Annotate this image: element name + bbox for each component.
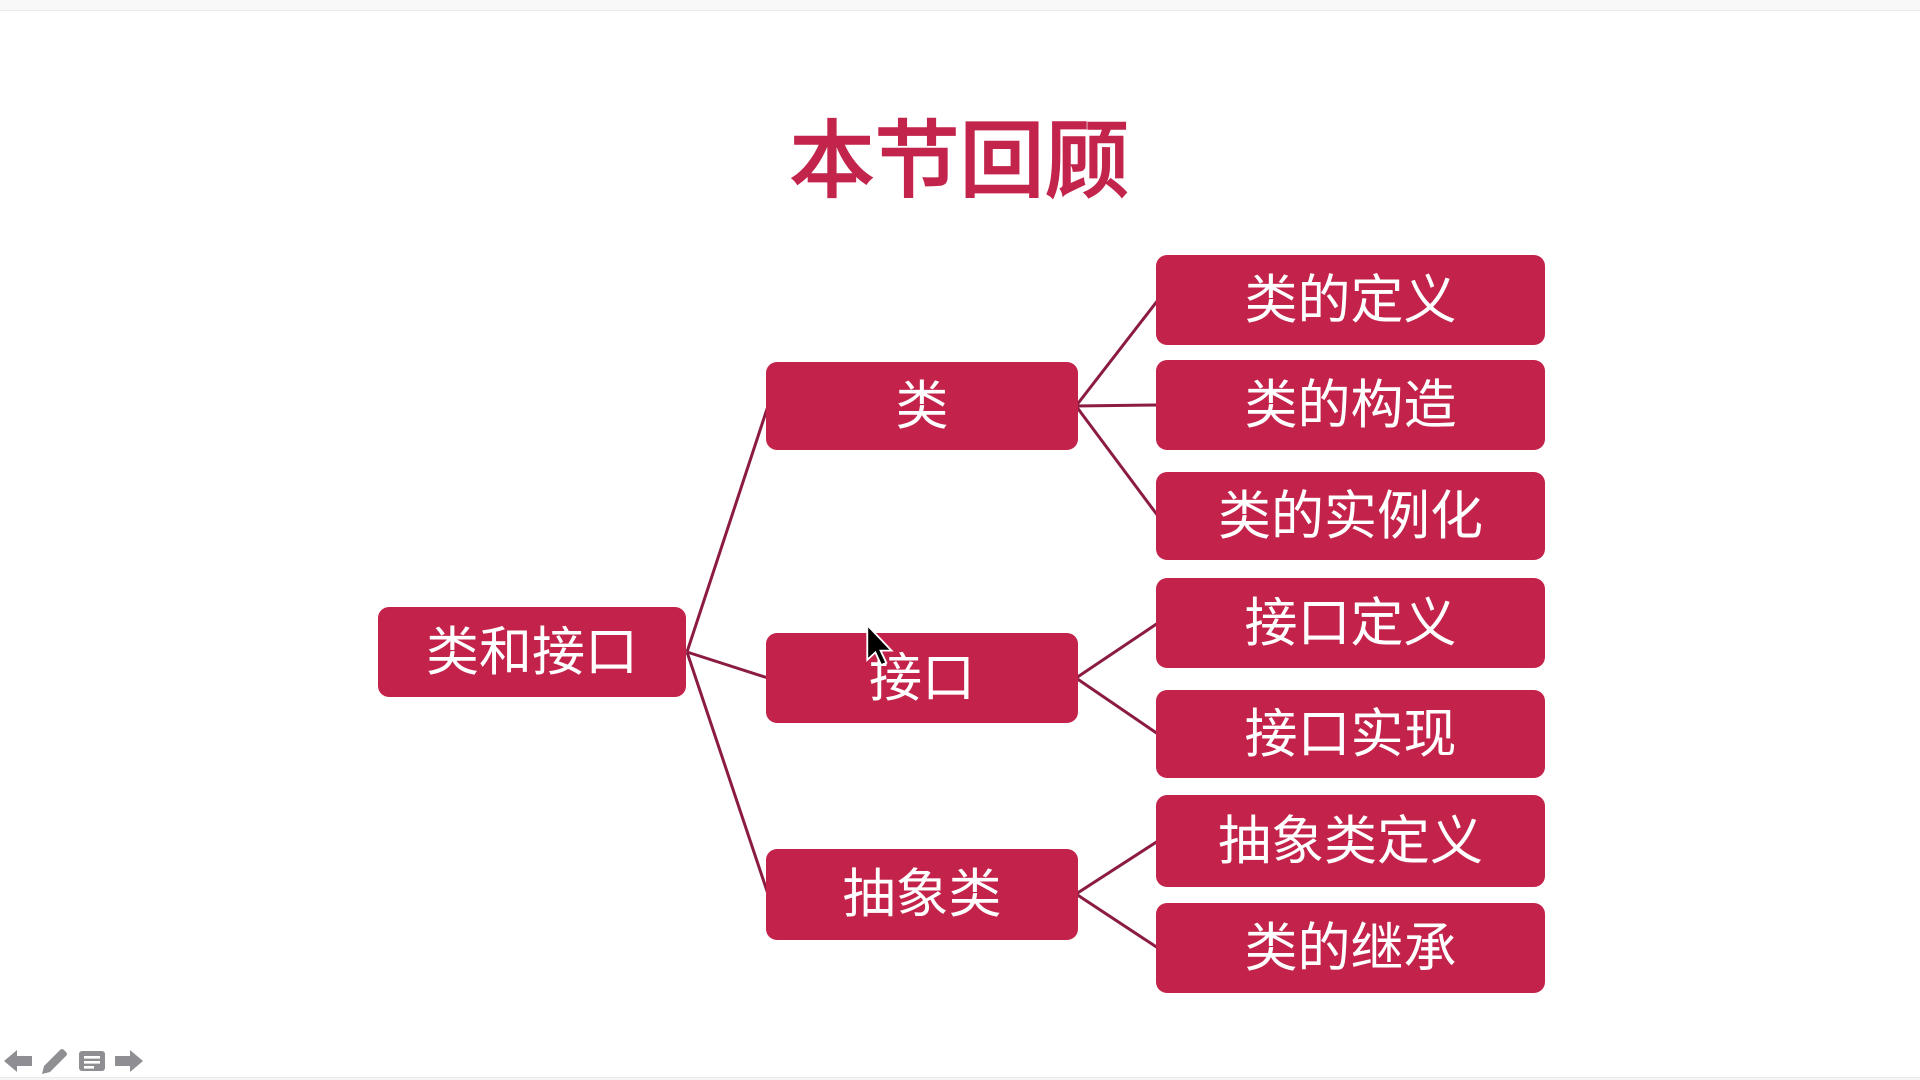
node-leaf-abstract-class-definition: 抽象类定义 bbox=[1156, 795, 1545, 887]
connector-line bbox=[1074, 405, 1160, 517]
forward-arrow-icon bbox=[115, 1050, 143, 1072]
window-top-edge bbox=[0, 0, 1920, 11]
node-leaf-class-instantiation: 类的实例化 bbox=[1156, 472, 1545, 560]
connector-line bbox=[1074, 299, 1160, 407]
node-leaf-class-definition: 类的定义 bbox=[1156, 255, 1545, 345]
connector-line bbox=[685, 651, 770, 895]
pen-button[interactable] bbox=[40, 1046, 70, 1076]
node-root: 类和接口 bbox=[378, 607, 686, 697]
slide-title: 本节回顾 bbox=[789, 114, 1130, 208]
back-arrow-icon bbox=[4, 1050, 32, 1072]
node-label: 类和接口 bbox=[426, 622, 638, 682]
slide-menu-icon bbox=[79, 1051, 105, 1071]
connector-line bbox=[1075, 621, 1159, 680]
connector-line bbox=[1075, 839, 1159, 896]
node-leaf-interface-definition: 接口定义 bbox=[1156, 578, 1545, 668]
connector-line bbox=[1075, 892, 1159, 950]
node-branch-abstract-class: 抽象类 bbox=[766, 849, 1078, 940]
connector-line bbox=[1075, 403, 1159, 408]
node-label: 类 bbox=[895, 376, 949, 436]
node-branch-class: 类 bbox=[766, 362, 1078, 450]
connector-line bbox=[686, 650, 769, 680]
slide-menu-button[interactable] bbox=[77, 1046, 107, 1076]
forward-button[interactable] bbox=[114, 1046, 144, 1076]
node-label: 类的实例化 bbox=[1218, 486, 1483, 546]
back-button[interactable] bbox=[3, 1046, 33, 1076]
presenter-toolbar bbox=[3, 1046, 144, 1076]
node-leaf-interface-implementation: 接口实现 bbox=[1156, 690, 1545, 778]
node-label: 类的构造 bbox=[1244, 375, 1457, 435]
node-label: 接口 bbox=[869, 648, 975, 708]
connector-line bbox=[1075, 676, 1159, 736]
node-label: 接口实现 bbox=[1244, 704, 1457, 764]
node-label: 类的继承 bbox=[1244, 918, 1457, 978]
node-leaf-class-construction: 类的构造 bbox=[1156, 360, 1545, 450]
node-label: 抽象类定义 bbox=[1218, 811, 1483, 871]
node-label: 类的定义 bbox=[1244, 270, 1457, 330]
node-branch-interface: 接口 bbox=[766, 633, 1078, 723]
node-leaf-class-inheritance: 类的继承 bbox=[1156, 903, 1545, 993]
node-label: 接口定义 bbox=[1244, 593, 1457, 653]
connector-line bbox=[685, 405, 770, 653]
node-label: 抽象类 bbox=[842, 865, 1002, 924]
pen-icon bbox=[42, 1049, 67, 1074]
window-bottom-edge bbox=[0, 1077, 1920, 1080]
